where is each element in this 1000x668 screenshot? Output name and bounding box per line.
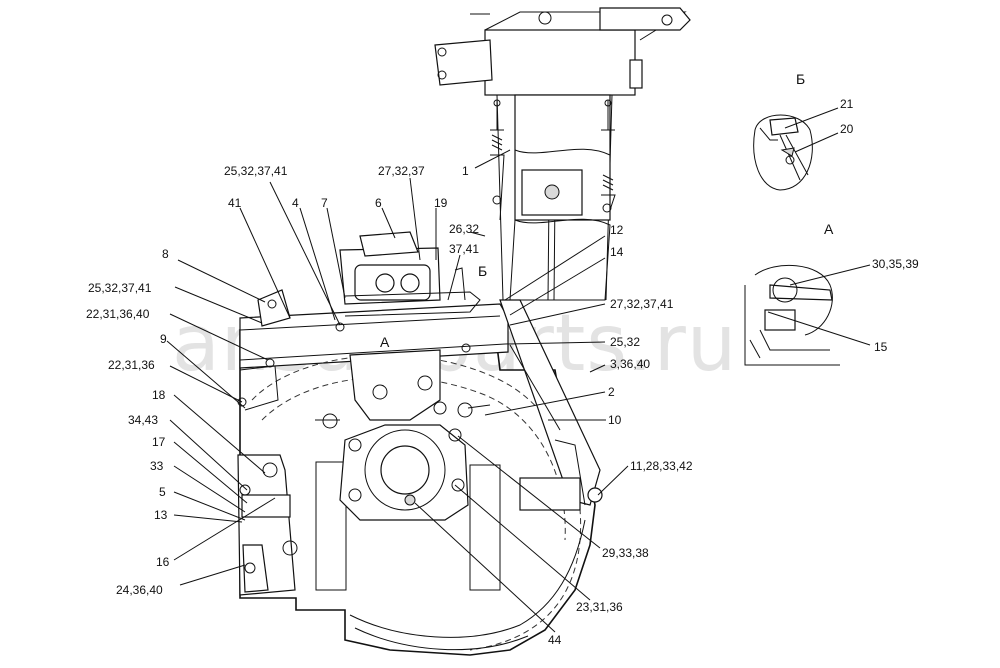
callout-29-33-38: 29,33,38 — [602, 546, 649, 560]
callout-12: 12 — [610, 223, 624, 237]
callout-20: 20 — [840, 122, 854, 136]
callout-24-36-40: 24,36,40 — [116, 583, 163, 597]
upper-housing — [434, 7, 691, 301]
callout-19: 19 — [434, 196, 448, 210]
callout-2: 2 — [608, 385, 615, 399]
callout-6: 6 — [375, 196, 382, 210]
detail-view-b — [753, 114, 813, 191]
callout-23-31-36: 23,31,36 — [576, 600, 623, 614]
callout-4: 4 — [292, 196, 299, 210]
main-housing — [237, 289, 596, 656]
callout-26-32: 26,32 — [449, 222, 479, 236]
leader-lines — [166, 107, 871, 633]
callout-44: 44 — [548, 633, 562, 647]
callout-10: 10 — [608, 413, 622, 427]
callout-27-32-37-41: 27,32,37,41 — [610, 297, 674, 311]
callout-13: 13 — [154, 508, 168, 522]
callout-5: 5 — [159, 485, 166, 499]
control-unit — [335, 231, 481, 353]
callout-22-31-36-40: 22,31,36,40 — [86, 307, 150, 321]
view-b-label: Б — [796, 71, 805, 87]
callout-18: 18 — [152, 388, 166, 402]
callout-9: 9 — [160, 332, 167, 346]
section-a-marker: А — [380, 334, 390, 350]
callout-25-32-37-41-top: 25,32,37,41 — [224, 164, 288, 178]
callout-15: 15 — [874, 340, 888, 354]
detail-view-a — [744, 264, 840, 366]
callout-27-32-37: 27,32,37 — [378, 164, 425, 178]
callout-11-28-33-42: 11,28,33,42 — [630, 459, 693, 473]
callout-labels: 21 20 1 25,32,37,41 27,32,37 41 4 7 6 19… — [86, 97, 919, 647]
section-b-marker: Б — [478, 263, 487, 279]
callout-8: 8 — [162, 247, 169, 261]
callout-30-35-39: 30,35,39 — [872, 257, 919, 271]
callout-22-31-36: 22,31,36 — [108, 358, 155, 372]
view-a-label: А — [824, 221, 834, 237]
callout-25-32-37-41-left: 25,32,37,41 — [88, 281, 152, 295]
callout-7: 7 — [321, 196, 328, 210]
callout-34-43: 34,43 — [128, 413, 158, 427]
callout-33: 33 — [150, 459, 164, 473]
callout-14: 14 — [610, 245, 624, 259]
callout-1: 1 — [462, 164, 469, 178]
callout-17: 17 — [152, 435, 166, 449]
callout-37-41: 37,41 — [449, 242, 479, 256]
callout-21: 21 — [840, 97, 854, 111]
callout-16: 16 — [156, 555, 170, 569]
callout-41: 41 — [228, 196, 242, 210]
callout-3-36-40: 3,36,40 — [610, 357, 650, 371]
callout-25-32: 25,32 — [610, 335, 640, 349]
